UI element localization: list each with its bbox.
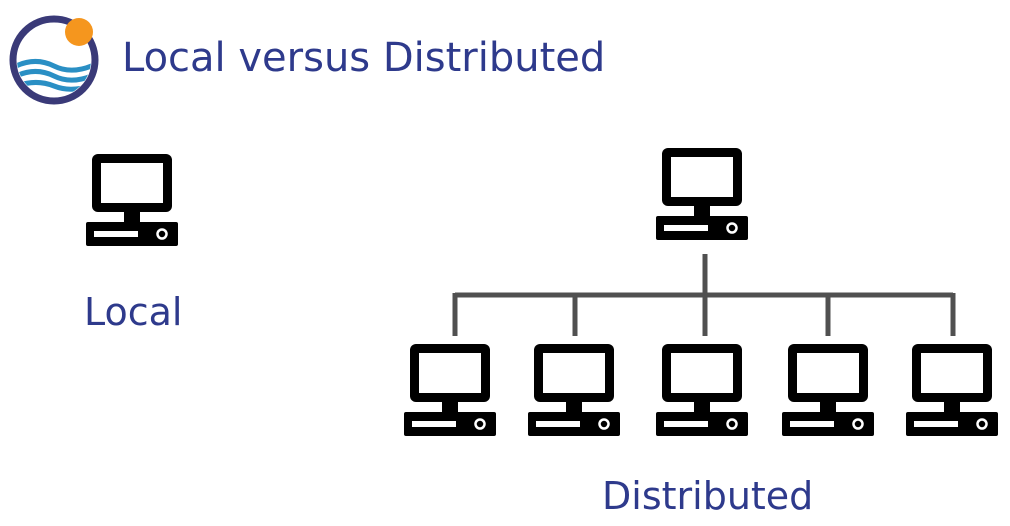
local-computer-icon — [84, 152, 180, 248]
client-computer-icon — [904, 342, 1000, 438]
client-computer-icon — [526, 342, 622, 438]
local-label: Local — [84, 290, 183, 334]
client-computer-icon — [780, 342, 876, 438]
distributed-label: Distributed — [602, 474, 814, 518]
client-computer-icon — [654, 342, 750, 438]
client-computer-icon — [402, 342, 498, 438]
logo — [9, 15, 99, 105]
page-title: Local versus Distributed — [122, 35, 606, 81]
server-computer-icon — [654, 146, 750, 242]
